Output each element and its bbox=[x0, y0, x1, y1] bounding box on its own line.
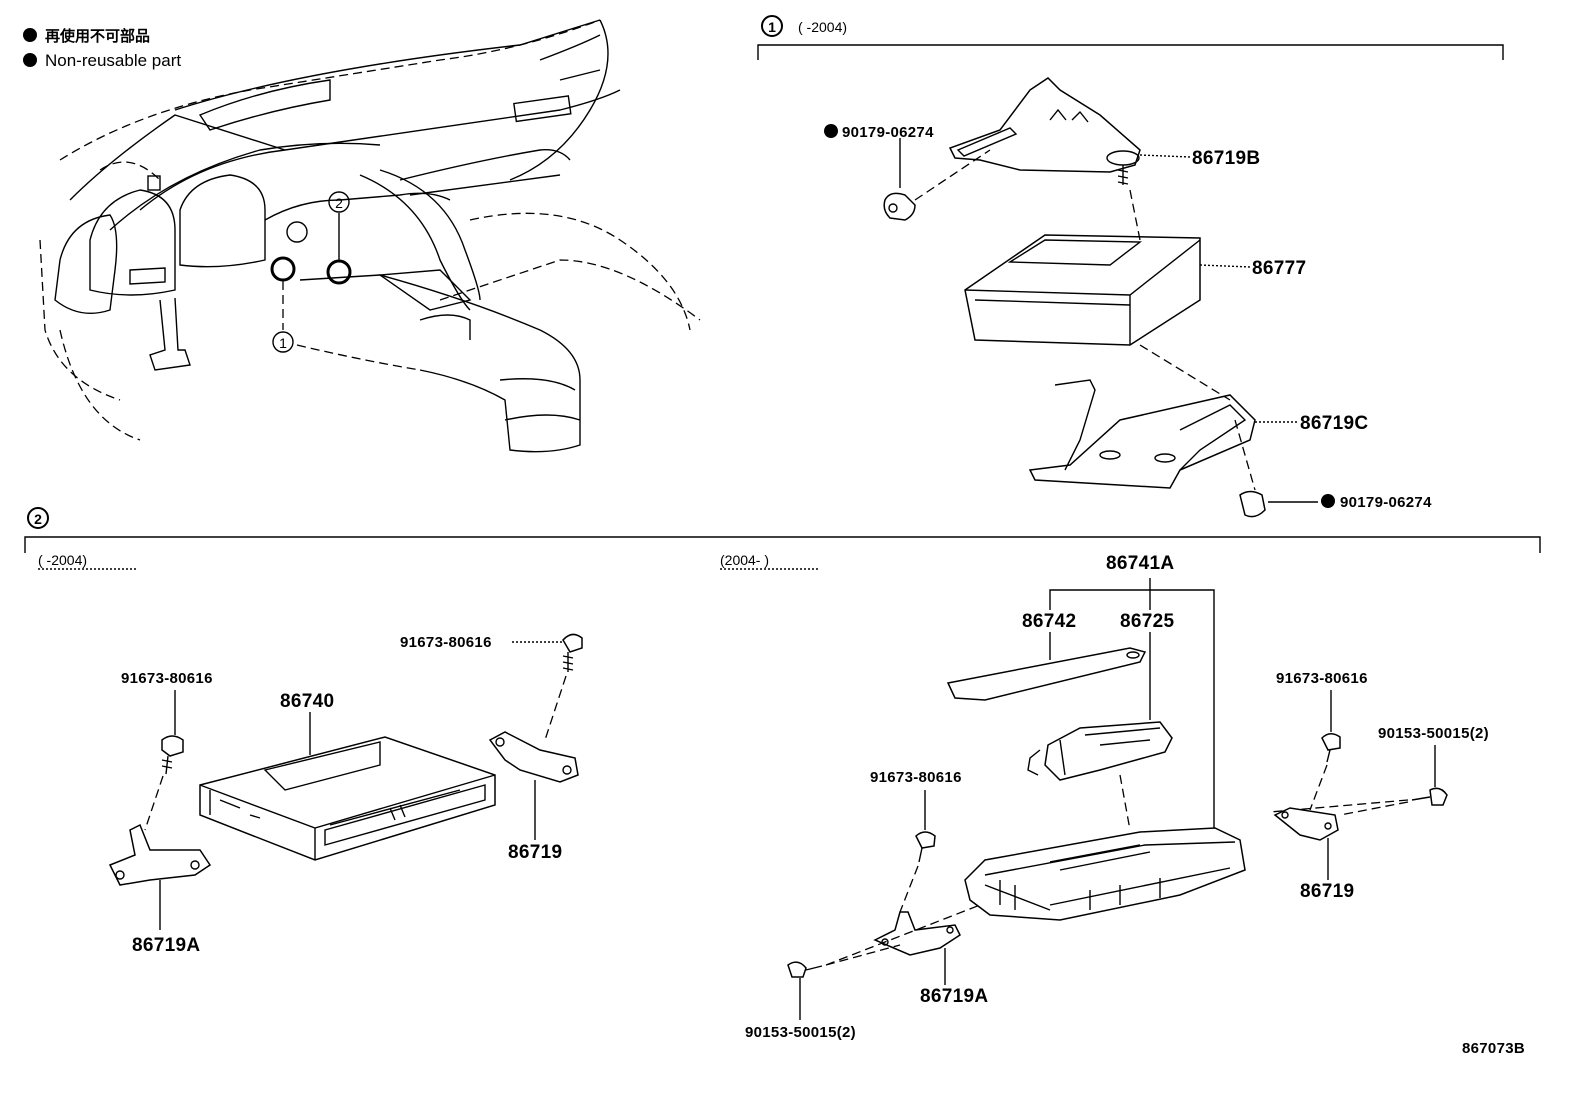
location-2-marker bbox=[326, 259, 352, 285]
bolt-left bbox=[787, 961, 807, 978]
part-label-module: 86725 bbox=[1120, 611, 1174, 632]
section-1-marker bbox=[761, 15, 783, 37]
legend-jp-label: 再使用不可部品 bbox=[45, 27, 150, 45]
part-label-unit-86740: 86740 bbox=[280, 691, 334, 712]
section-1-marker-label: 1 bbox=[768, 19, 776, 35]
bracket-right-new bbox=[1273, 807, 1339, 841]
part-label-bracket-left-new: 86719A bbox=[920, 986, 988, 1007]
part-label-bracket-right-new: 86719 bbox=[1300, 881, 1354, 902]
legend: 再使用不可部品 Non-reusable part bbox=[23, 27, 181, 70]
main-unit bbox=[964, 827, 1246, 921]
non-reusable-dot-icon bbox=[824, 124, 838, 138]
section-2-marker-label: 2 bbox=[34, 511, 42, 527]
screw-right bbox=[562, 633, 583, 653]
part-label-screw-upper-right: 91673-80616 bbox=[1276, 670, 1368, 687]
part-label-cover: 86742 bbox=[1022, 611, 1076, 632]
bracket-left bbox=[108, 823, 212, 886]
drawing-code: 867073B bbox=[1462, 1040, 1525, 1057]
callout-1-label: 1 bbox=[279, 335, 287, 351]
part-label-bracket-left: 86719A bbox=[132, 935, 200, 956]
clip-bottom bbox=[1239, 490, 1266, 518]
non-reusable-dot-icon bbox=[1321, 494, 1335, 508]
bolt-right bbox=[1429, 787, 1448, 806]
part-label-clip-bottom: 90179-06274 bbox=[1340, 494, 1432, 511]
part-label-bracket-bottom: 86719C bbox=[1300, 413, 1368, 434]
section-2: 2 ( -2004) 91673-80616 86719 86740 91673… bbox=[24, 507, 1541, 1041]
non-reusable-dot-icon bbox=[23, 53, 37, 67]
legend-en-label: Non-reusable part bbox=[45, 51, 181, 70]
screw-left bbox=[161, 735, 184, 757]
screw-left-new bbox=[915, 831, 936, 849]
part-label-screw-right: 91673-80616 bbox=[400, 634, 492, 651]
part-label-bolt-right: 90153-50015(2) bbox=[1378, 725, 1489, 742]
callout-2-label: 2 bbox=[335, 195, 343, 211]
part-label-screw-left: 91673-80616 bbox=[121, 670, 213, 687]
part-label-screw-left-new: 91673-80616 bbox=[870, 769, 962, 786]
cover-86742 bbox=[946, 647, 1147, 701]
callout-1 bbox=[272, 331, 294, 353]
location-1-marker bbox=[270, 256, 296, 282]
part-label-unit: 86777 bbox=[1252, 258, 1306, 279]
part-label-assembly: 86741A bbox=[1106, 553, 1174, 574]
part-label-bolt-left: 90153-50015(2) bbox=[745, 1024, 856, 1041]
section-2-right-range: (2004- ) bbox=[720, 552, 769, 568]
part-label-bracket-top: 86719B bbox=[1192, 148, 1260, 169]
section-2-marker bbox=[27, 507, 49, 529]
section-2-left-range: ( -2004) bbox=[38, 552, 87, 568]
section-1-range: ( -2004) bbox=[798, 19, 847, 35]
section-1: 1 ( -2004) 90179-06274 86719B 86777 bbox=[757, 15, 1504, 518]
bracket-86719B bbox=[948, 77, 1141, 173]
unit-86740 bbox=[199, 736, 496, 861]
unit-86777 bbox=[964, 234, 1201, 346]
callout-2 bbox=[328, 191, 350, 213]
bracket-right bbox=[488, 731, 579, 783]
part-label-clip-top: 90179-06274 bbox=[842, 124, 934, 141]
dashboard-overview-illustration: 2 1 bbox=[39, 19, 701, 453]
clip-top bbox=[883, 192, 916, 221]
non-reusable-dot-icon bbox=[23, 28, 37, 42]
part-label-bracket-right: 86719 bbox=[508, 842, 562, 863]
bracket-86719C bbox=[1028, 394, 1256, 489]
screw-upper-right bbox=[1321, 733, 1341, 751]
bracket-left-new bbox=[873, 911, 961, 956]
module-86725 bbox=[1044, 721, 1173, 781]
